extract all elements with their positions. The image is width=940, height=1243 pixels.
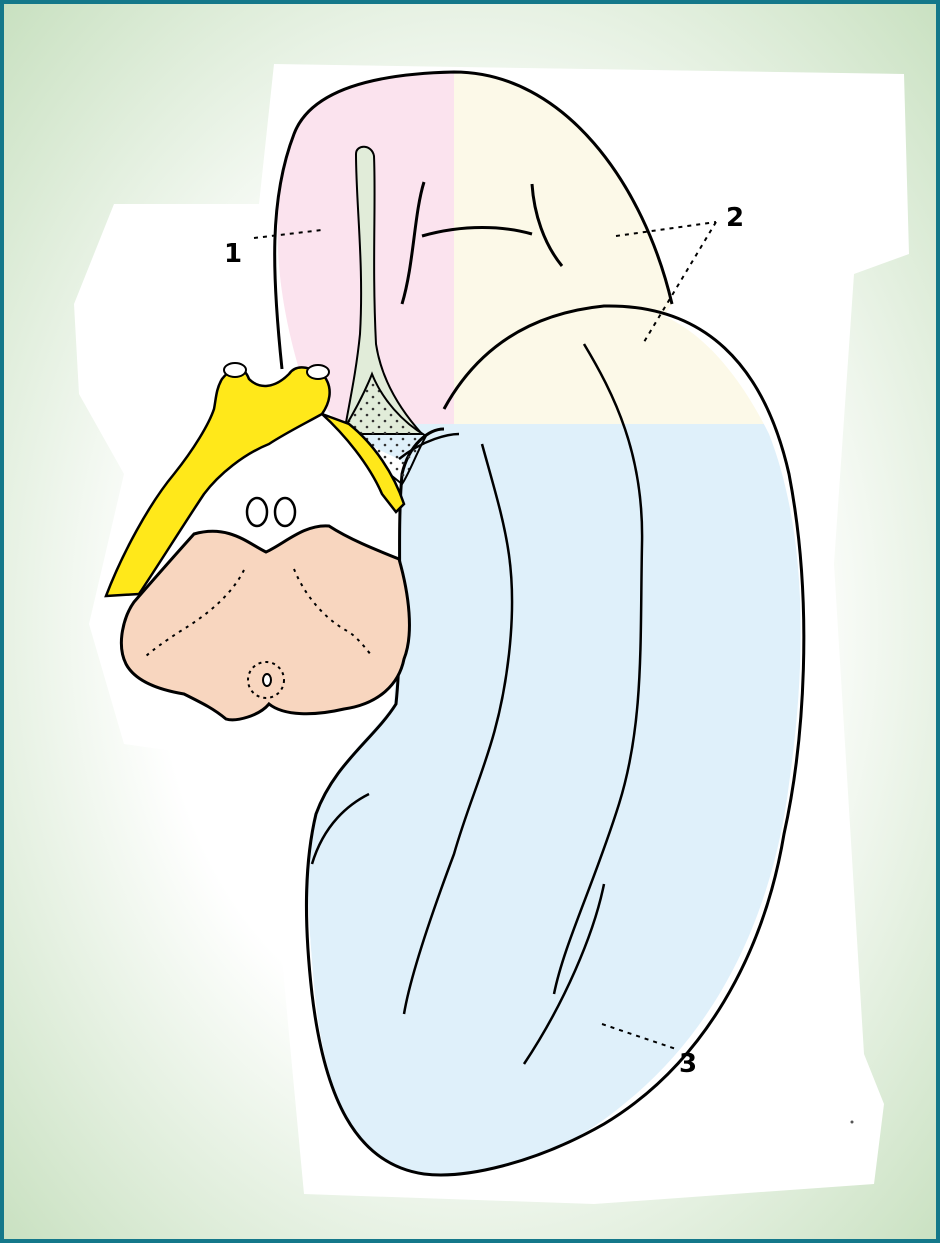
nerve-root-right xyxy=(307,365,329,379)
organ-diagram: 1 2 3 xyxy=(4,4,940,1243)
central-canal xyxy=(263,674,271,686)
label-3: 3 xyxy=(679,1049,697,1079)
label-2: 2 xyxy=(726,203,744,233)
nerve-root-left xyxy=(224,363,246,377)
speck xyxy=(851,1121,854,1124)
label-1: 1 xyxy=(224,239,242,269)
small-opening-left xyxy=(247,498,267,526)
small-opening-right xyxy=(275,498,295,526)
